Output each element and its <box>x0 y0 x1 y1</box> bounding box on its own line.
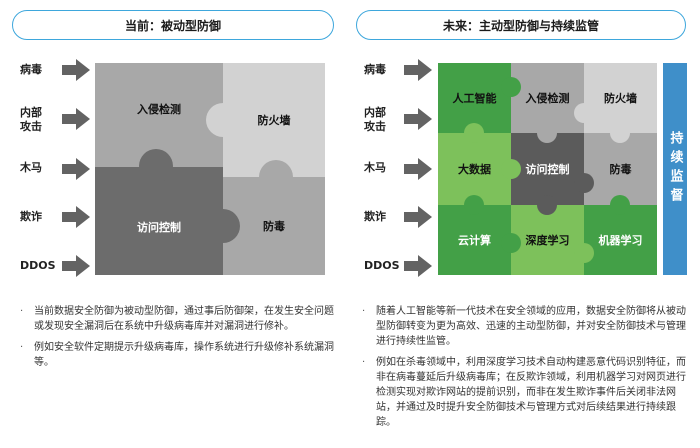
right-header: 未来：主动型防御与持续监管 <box>356 10 686 40</box>
list-item: · 例如安全软件定期提示升级病毒库，操作系统进行升级修补系统漏洞等。 <box>20 342 334 368</box>
right-bullets: · 随着人工智能等新一代技术在安全领域的应用，数据安全防御将从被动型防御转变为更… <box>362 304 688 436</box>
right-piece-intrusion: 入侵检测 <box>511 63 584 133</box>
left-bullets: · 当前数据安全防御为被动型防御，通过事后防御架，在发生安全问题或发现安全漏洞后… <box>20 304 338 376</box>
list-item: · 例如在杀毒领域中，利用深度学习技术自动构建恶意代码识别特征，而非在病毒蔓延后… <box>362 357 686 428</box>
left-knob <box>139 149 173 183</box>
left-arrow-icon <box>62 206 90 228</box>
left-threat-virus: 病毒 <box>20 63 42 76</box>
right-arrow-icon <box>404 158 432 180</box>
right-piece-bigdata: 大数据 <box>438 133 511 205</box>
right-threat-fraud: 欺诈 <box>364 210 386 223</box>
right-piece-antivirus: 防毒 <box>584 133 657 205</box>
right-knob <box>574 243 594 263</box>
right-knob <box>501 159 521 179</box>
right-piece-cloud: 云计算 <box>438 205 511 275</box>
left-header: 当前：被动型防御 <box>12 10 334 40</box>
right-threat-trojan: 木马 <box>364 161 386 174</box>
left-threat-insider: 内部 攻击 <box>20 106 42 133</box>
right-piece-ai: 人工智能 <box>438 63 511 133</box>
continuous-monitor-bar: 持续监督 <box>663 63 687 275</box>
right-knob <box>537 195 557 215</box>
right-threat-virus: 病毒 <box>364 63 386 76</box>
right-arrow-icon <box>404 206 432 228</box>
right-piece-firewall: 防火墙 <box>584 63 657 133</box>
right-knob <box>501 233 521 253</box>
right-piece-ml: 机器学习 <box>584 205 657 275</box>
left-threat-ddos: DDOS <box>20 259 56 272</box>
right-piece-deeplearning: 深度学习 <box>511 205 584 275</box>
right-knob <box>464 123 484 143</box>
right-puzzle: 人工智能 入侵检测 防火墙 大数据 访问控制 防毒 云计算 深度学习 机器学习 <box>438 63 657 275</box>
right-threat-insider: 内部 攻击 <box>364 106 386 133</box>
left-arrow-icon <box>62 158 90 180</box>
right-knob <box>464 195 484 215</box>
right-knob <box>610 195 630 215</box>
right-arrow-icon <box>404 108 432 130</box>
right-knob <box>501 77 521 97</box>
left-puzzle: 入侵检测 防火墙 访问控制 防毒 <box>95 63 325 275</box>
right-knob <box>610 123 630 143</box>
left-threat-trojan: 木马 <box>20 161 42 174</box>
right-piece-access: 访问控制 <box>511 133 584 205</box>
left-arrow-icon <box>62 108 90 130</box>
left-arrow-icon <box>62 59 90 81</box>
list-item: · 当前数据安全防御为被动型防御，通过事后防御架，在发生安全问题或发现安全漏洞后… <box>20 306 334 332</box>
right-threat-ddos: DDOS <box>364 259 400 272</box>
right-arrow-icon <box>404 255 432 277</box>
left-arrow-icon <box>62 255 90 277</box>
right-knob <box>537 123 557 143</box>
left-piece-antivirus: 防毒 <box>223 177 325 275</box>
left-knob <box>206 209 240 243</box>
left-piece-access: 访问控制 <box>95 167 223 275</box>
list-item: · 随着人工智能等新一代技术在安全领域的应用，数据安全防御将从被动型防御转变为更… <box>362 306 686 347</box>
left-piece-firewall: 防火墙 <box>223 63 325 177</box>
right-knob <box>574 173 594 193</box>
left-knob <box>206 103 240 137</box>
right-knob <box>574 103 594 123</box>
left-knob <box>259 160 293 194</box>
left-threat-fraud: 欺诈 <box>20 210 42 223</box>
right-arrow-icon <box>404 59 432 81</box>
